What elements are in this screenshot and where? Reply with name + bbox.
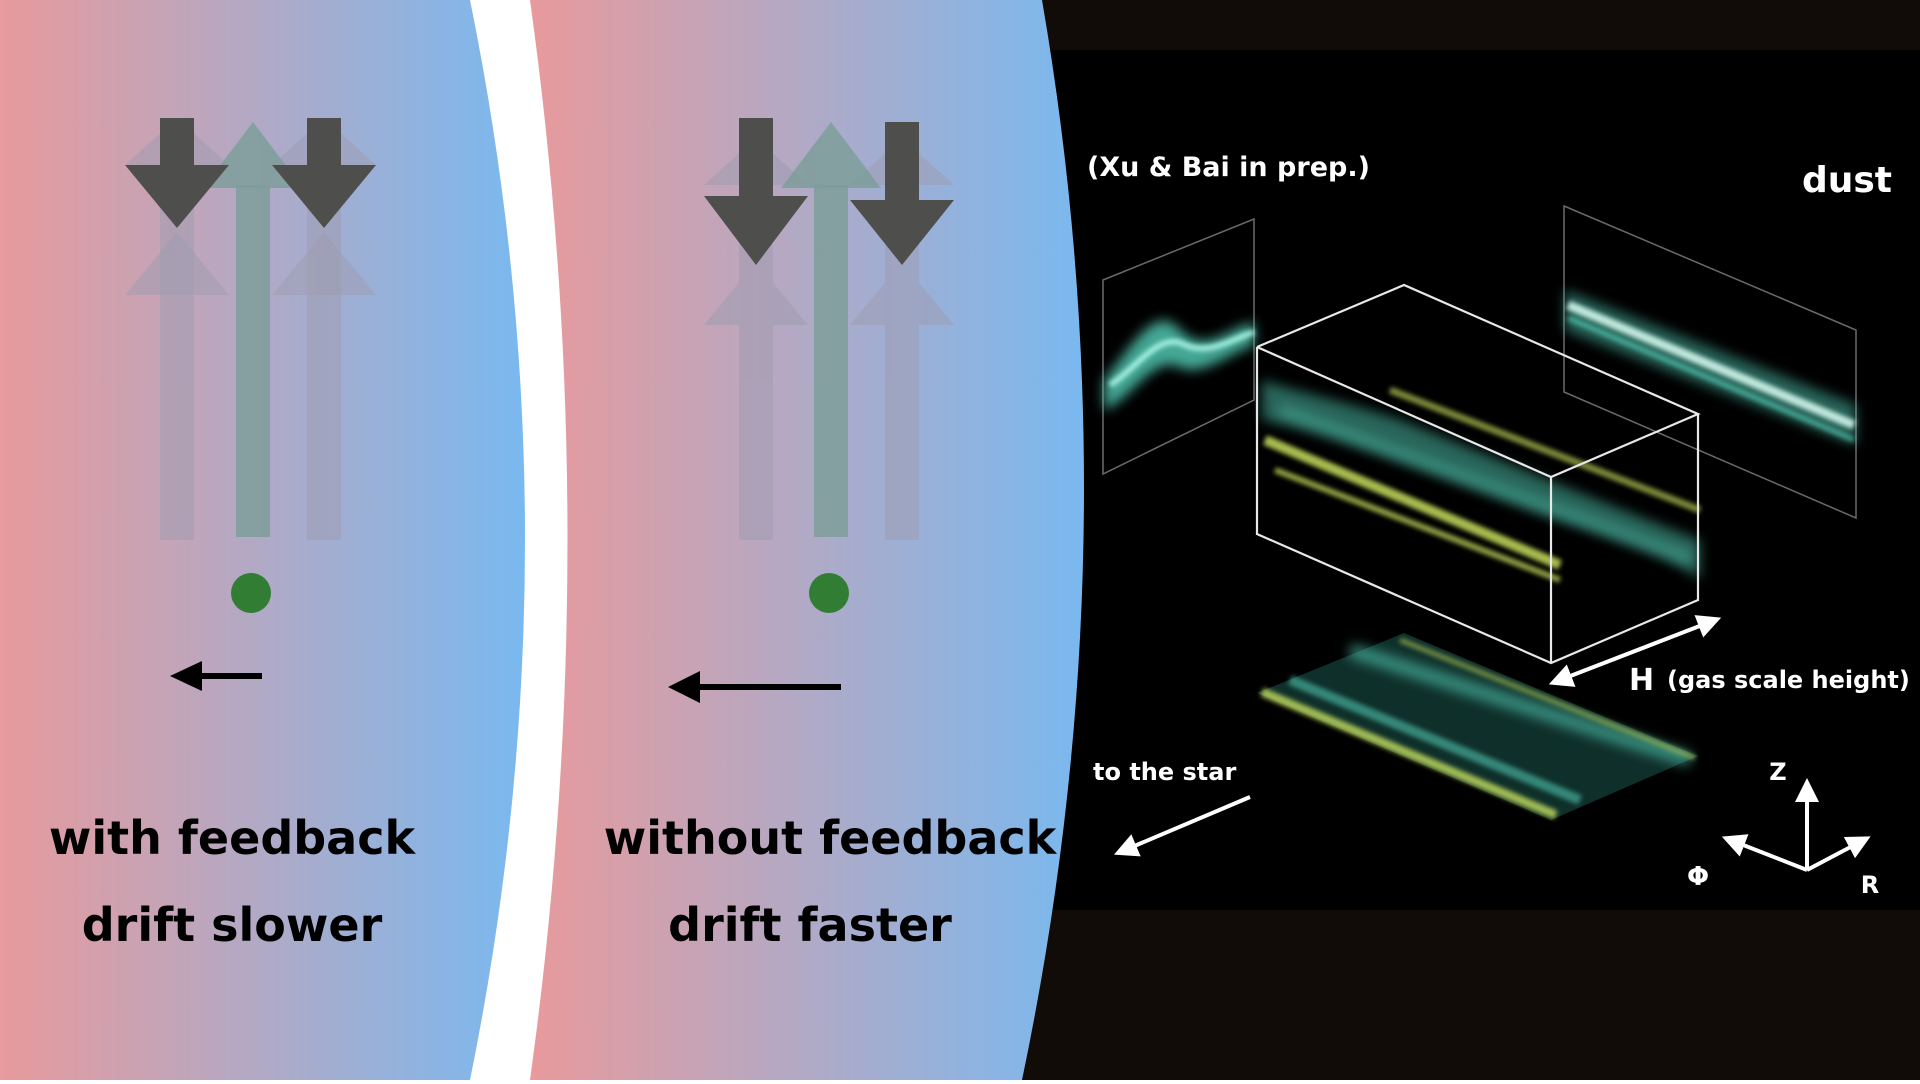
middle-dust-particle (809, 573, 849, 613)
simulation-box (1255, 283, 1702, 665)
side-projection-panel (1102, 217, 1255, 476)
left-drift-arrow (170, 661, 262, 691)
middle-drift-arrow (668, 671, 841, 703)
axis-phi-label: Φ (1687, 862, 1709, 892)
axis-z-label: Z (1769, 758, 1786, 786)
middle-down-arrow-a (704, 118, 808, 265)
middle-panel-background (530, 0, 1084, 1080)
to-the-star-arrow (1113, 795, 1251, 857)
citation-label: (Xu & Bai in prep.) (1087, 152, 1370, 183)
axis-r-label: R (1861, 871, 1879, 899)
scale-height-label: H (1629, 663, 1654, 698)
left-up-arrow-faint-c (125, 232, 376, 295)
midplane-projection-panel (1257, 633, 1698, 820)
coordinate-axes (1721, 778, 1871, 872)
middle-arrow-group (704, 118, 954, 540)
middle-down-arrow-b (850, 122, 954, 265)
scale-height-arrow (1548, 615, 1722, 687)
left-dust-particle (231, 573, 271, 613)
scale-height-note: (gas scale height) (1667, 666, 1910, 694)
middle-caption-line2: drift faster (668, 898, 952, 952)
left-down-arrow-b (272, 118, 376, 228)
rz-projection-panel (1563, 204, 1857, 520)
middle-caption-line1: without feedback (604, 811, 1058, 865)
left-caption-line1: with feedback (49, 811, 417, 865)
left-down-arrow-a (125, 118, 229, 228)
left-caption-line2: drift slower (82, 898, 383, 952)
left-arrow-group (125, 118, 376, 540)
middle-up-arrow-teal (781, 122, 881, 537)
to-the-star-label: to the star (1093, 758, 1236, 786)
left-panel-background (0, 0, 525, 1080)
dust-label: dust (1802, 160, 1892, 201)
